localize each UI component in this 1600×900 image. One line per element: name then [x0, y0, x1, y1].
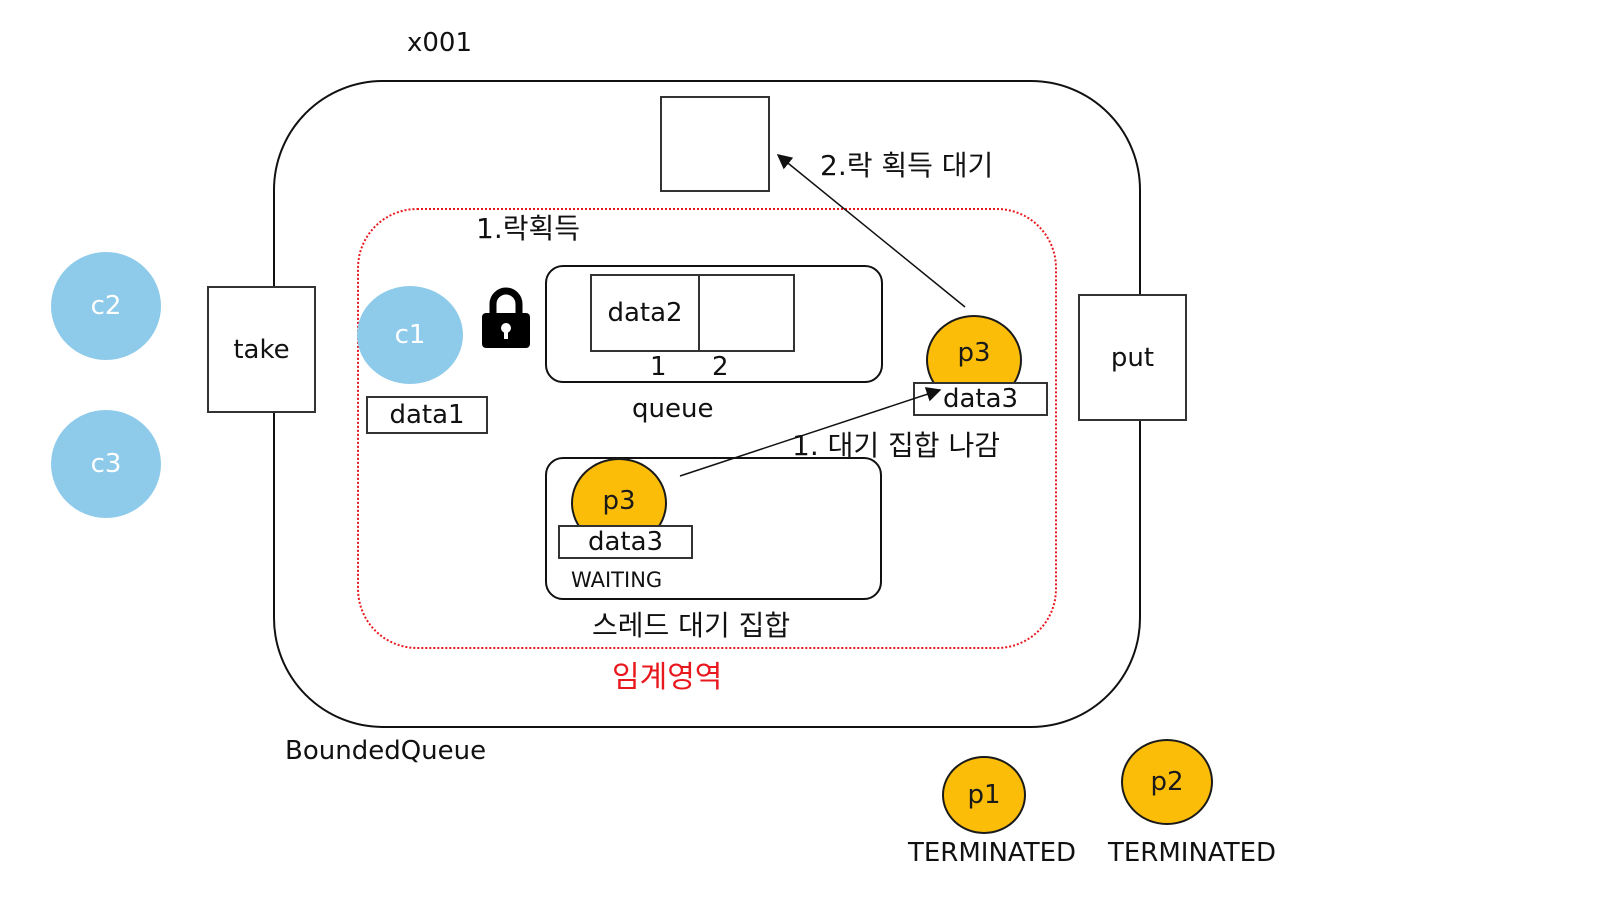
consumer-c3-label: c3 [90, 449, 122, 479]
queue-index-2: 2 [712, 352, 729, 382]
arrow-wait-for-lock [776, 154, 966, 308]
c1-data-label: data1 [389, 400, 465, 430]
put-label: put [1110, 342, 1155, 373]
exit-wait-set-label: 1. 대기 집합 나감 [792, 429, 1000, 462]
producer-p1-state: TERMINATED [908, 838, 1077, 868]
lock-acquire-label: 1.락획득 [476, 212, 580, 245]
critical-section [357, 208, 1057, 649]
wait-set-label: 스레드 대기 집합 [592, 609, 791, 642]
queue-label: queue [632, 394, 714, 424]
queue-container [545, 265, 883, 383]
queue-slot-1: data2 [590, 274, 700, 352]
consumer-c2: c2 [51, 252, 161, 360]
wait-set-state: WAITING [571, 568, 663, 592]
put-method[interactable]: put [1078, 294, 1187, 421]
wait-set-data-box: data3 [558, 525, 693, 559]
wait-set-data-label: data3 [587, 527, 664, 557]
producer-p3-active-label: p3 [957, 338, 991, 368]
critical-section-label: 임계영역 [612, 660, 723, 695]
take-method[interactable]: take [207, 286, 316, 413]
take-label: take [233, 334, 290, 365]
producer-p3-data-label: data3 [942, 384, 1019, 414]
queue-slot-2 [698, 274, 795, 352]
wait-for-lock-label: 2.락 획득 대기 [820, 149, 994, 182]
lock-wait-slot [660, 96, 770, 192]
arrow-exit-wait-set [679, 387, 942, 477]
object-id-label: x001 [407, 28, 473, 58]
wait-set-container [545, 457, 882, 600]
consumer-c2-label: c2 [90, 291, 122, 321]
c1-data-box: data1 [366, 396, 488, 434]
queue-slot-1-value: data2 [607, 298, 683, 328]
producer-p2: p2 [1121, 739, 1213, 825]
lock-icon [480, 286, 532, 350]
producer-p1-label: p1 [967, 780, 1001, 810]
consumer-c1-label: c1 [394, 320, 426, 350]
producer-p1: p1 [942, 756, 1026, 834]
producer-p2-label: p2 [1150, 767, 1184, 797]
consumer-c3: c3 [51, 410, 161, 518]
consumer-c1: c1 [357, 286, 463, 384]
class-name-label: BoundedQueue [285, 736, 487, 766]
queue-index-1: 1 [650, 352, 667, 382]
wait-set-p3-label: p3 [602, 486, 636, 516]
producer-p2-state: TERMINATED [1108, 838, 1277, 868]
